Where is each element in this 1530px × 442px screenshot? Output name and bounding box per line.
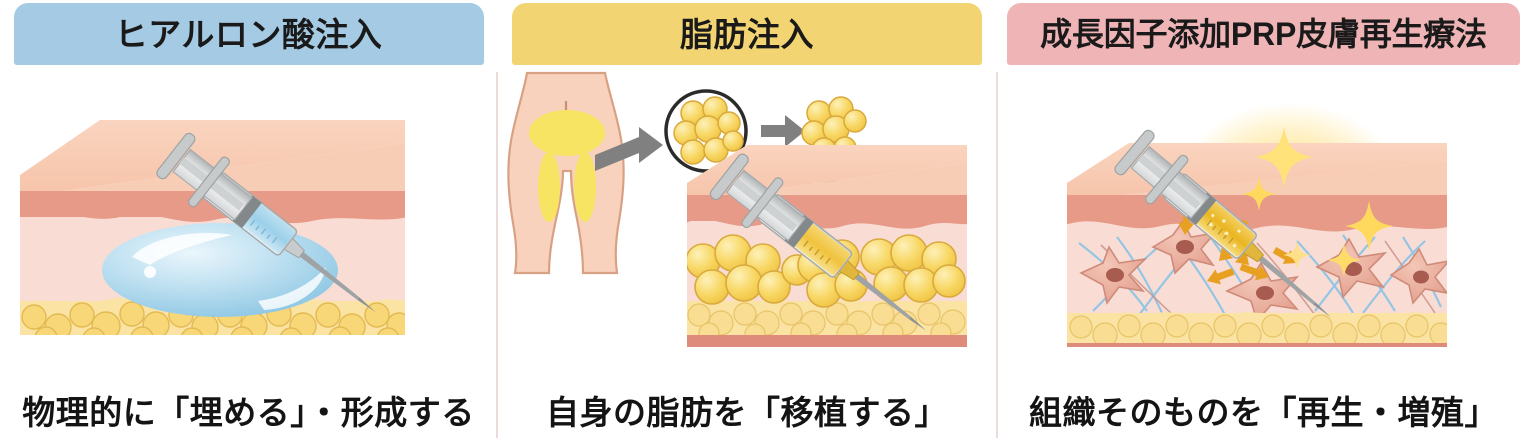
- donor-site-thigh-left: [538, 152, 560, 222]
- panel-title-text: 成長因子添加PRP皮膚再生療法: [1040, 16, 1487, 52]
- panel-caption-hyaluronic-acid: 物理的に「埋める」・形成する: [0, 378, 497, 442]
- illustration-hyaluronic-acid: [0, 65, 497, 378]
- magnifier-circle-fat-cells: [664, 89, 748, 173]
- panel-prp-growth-factor: 成長因子添加PRP皮膚再生療法: [997, 0, 1530, 442]
- sparkle-stars: [1242, 127, 1393, 277]
- body-silhouette: [507, 71, 625, 275]
- donor-site-thigh-right: [574, 152, 596, 222]
- panel-header-prp: 成長因子添加PRP皮膚再生療法: [1007, 3, 1520, 65]
- panel-hyaluronic-acid: ヒアルロン酸注入: [0, 0, 497, 442]
- harvest-arrow: [595, 127, 663, 171]
- caption-text: 組織そのものを「再生・増殖」: [1029, 394, 1498, 431]
- panel-header-fat-injection: 脂肪注入: [512, 3, 982, 65]
- transfer-arrow: [761, 115, 805, 147]
- panel-caption-fat-injection: 自身の脂肪を「移植する」: [497, 378, 997, 442]
- fat-graft-diagram-svg: [507, 71, 967, 347]
- fibroblast-cells: [1079, 219, 1447, 323]
- panel-title-text: ヒアルロン酸注入: [114, 15, 383, 53]
- panel-title-text: 脂肪注入: [680, 15, 814, 53]
- panel-header-hyaluronic-acid: ヒアルロン酸注入: [13, 3, 484, 65]
- caption-text: 物理的に「埋める」・形成する: [22, 394, 475, 431]
- donor-site-abdomen: [529, 110, 605, 156]
- panel-divider-2: [996, 72, 998, 438]
- panel-caption-prp: 組織そのものを「再生・増殖」: [997, 378, 1530, 442]
- prp-regeneration-svg: [1067, 103, 1447, 347]
- panel-divider-1: [496, 72, 498, 438]
- skin-cross-section-ha-svg: [20, 120, 405, 335]
- illustration-fat-injection: [497, 65, 997, 378]
- caption-text: 自身の脂肪を「移植する」: [546, 394, 948, 431]
- panel-fat-injection: 脂肪注入: [497, 0, 997, 442]
- illustration-prp: [997, 65, 1530, 378]
